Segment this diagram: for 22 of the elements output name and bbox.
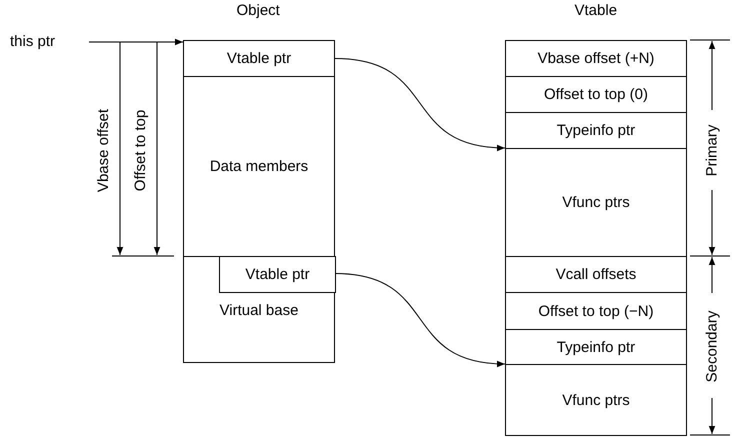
memory-region — [183, 256, 335, 363]
arrow — [88, 38, 184, 46]
memory-cell: Vbase offset (+N) — [505, 40, 687, 77]
bracket-label: Primary — [703, 124, 720, 176]
memory-cell: Vfunc ptrs — [505, 364, 687, 436]
column-heading: Vtable — [574, 2, 618, 18]
bracket-label: Secondary — [703, 310, 720, 382]
memory-cell: Vtable ptr — [183, 40, 335, 77]
arrow — [334, 273, 506, 367]
memory-cell: Typeinfo ptr — [505, 112, 687, 149]
arrow — [334, 58, 506, 151]
memory-cell: Offset to top (0) — [505, 76, 687, 113]
memory-cell: Typeinfo ptr — [505, 329, 687, 365]
memory-cell: Data members — [183, 76, 335, 257]
memory-cell: Offset to top (−N) — [505, 292, 687, 330]
memory-cell: Vtable ptr — [219, 256, 336, 293]
dimension-label: Offset to top — [132, 109, 149, 191]
pointer-label: this ptr — [10, 33, 56, 50]
column-heading: Object — [236, 2, 280, 18]
region-label: Virtual base — [218, 302, 300, 319]
memory-cell: Vcall offsets — [505, 256, 687, 293]
memory-cell: Vfunc ptrs — [505, 148, 687, 257]
